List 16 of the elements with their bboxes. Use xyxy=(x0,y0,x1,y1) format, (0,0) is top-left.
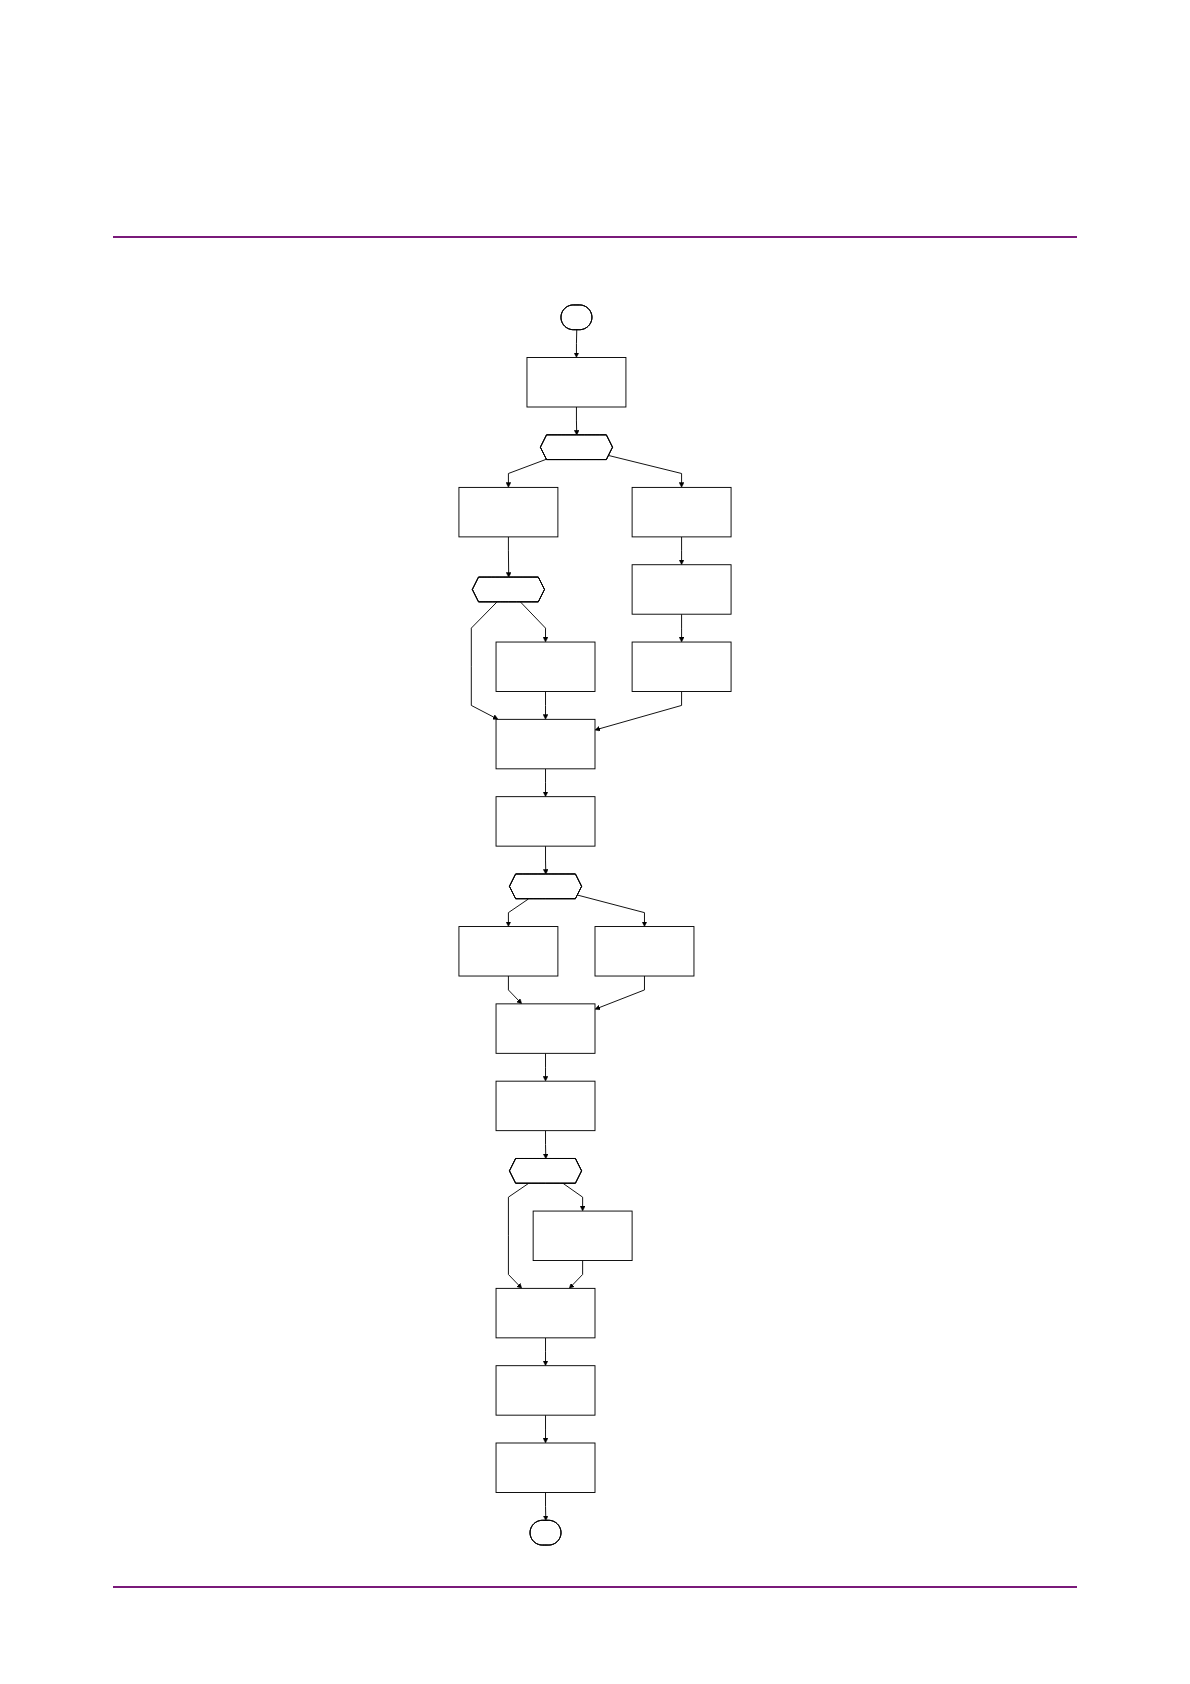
node-box xyxy=(526,357,627,408)
node-box xyxy=(495,1442,596,1493)
node-box xyxy=(495,1003,596,1054)
node-box xyxy=(495,1287,596,1339)
node-box xyxy=(495,796,596,847)
node-box xyxy=(631,564,732,615)
node-box xyxy=(495,1080,596,1132)
node-box xyxy=(631,486,732,538)
node-box xyxy=(495,641,596,692)
node-box xyxy=(594,926,695,977)
node-box xyxy=(495,718,596,770)
node-box xyxy=(458,926,559,977)
node-box xyxy=(495,1365,596,1416)
node-box xyxy=(532,1210,633,1261)
node-box xyxy=(458,486,559,538)
node-box xyxy=(631,641,732,692)
